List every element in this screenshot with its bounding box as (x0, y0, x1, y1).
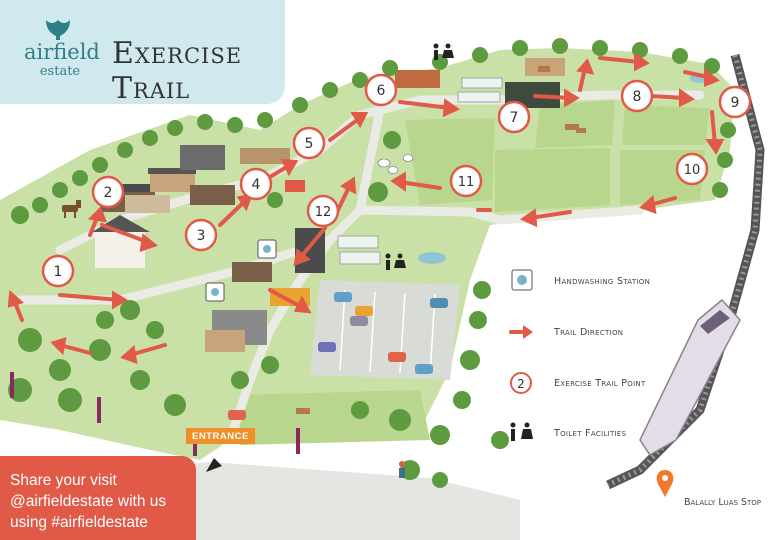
trail-point-label: 4 (252, 177, 261, 193)
share-line: @airfieldestate with us (10, 493, 167, 510)
car (430, 298, 448, 308)
header-panel: airfield estate Exercise Trail (0, 0, 285, 106)
trail-point-label: 3 (197, 228, 206, 244)
car-park (310, 280, 460, 380)
share-panel: Share your visit @airfieldestate with us… (0, 456, 196, 540)
car (228, 410, 246, 420)
trail-point-12[interactable] (306, 194, 340, 228)
trail-point-9[interactable] (718, 85, 752, 119)
car (350, 316, 368, 326)
legend-point-number: 2 (517, 377, 525, 391)
luas-stop-label: Balally Luas Stop (684, 497, 762, 508)
cow-icon (296, 66, 586, 414)
car (415, 364, 433, 374)
trail-point-4[interactable] (239, 167, 273, 201)
trail-point-2[interactable] (91, 175, 125, 209)
field (405, 118, 495, 205)
share-line: Share your visit (10, 472, 117, 489)
car (388, 352, 406, 362)
walker-icon (399, 461, 405, 478)
trail-points (41, 73, 752, 288)
legend-point-label: Exercise Trail Point (554, 378, 646, 389)
trail-point-label: 2 (104, 185, 113, 201)
railway (606, 53, 765, 490)
trail-point-label: 9 (731, 95, 740, 111)
legend-arrow-icon (509, 325, 533, 339)
trail-point-1[interactable] (41, 254, 75, 288)
trail-point-label: 1 (54, 264, 63, 280)
trail-point-10[interactable] (675, 152, 709, 186)
trail-arrows (7, 52, 725, 365)
trail-point-8[interactable] (620, 79, 654, 113)
pond (418, 252, 446, 264)
logo-subtitle: estate (39, 64, 81, 79)
car (355, 306, 373, 316)
page-title: Exercise Trail (112, 36, 243, 106)
trail-point-label: 7 (510, 110, 519, 126)
legend-direction-label: Trail Direction (554, 327, 624, 338)
trail-point-7[interactable] (497, 100, 531, 134)
legend-handwashing-label: Handwashing Station (554, 276, 651, 287)
trail-point-label: 5 (305, 136, 314, 152)
entrance-label: ENTRANCE (186, 428, 255, 444)
field (495, 148, 610, 212)
glasshouses (337, 77, 503, 265)
luas-tram (639, 298, 741, 457)
trail-point-6[interactable] (364, 73, 398, 107)
field (622, 105, 710, 145)
legend-handwashing-icon (511, 269, 533, 291)
toilet-icon (385, 43, 454, 270)
trail-point-label: 12 (315, 205, 332, 220)
share-line: using #airfieldestate (10, 514, 148, 531)
horse-icon (62, 200, 81, 218)
car (334, 292, 352, 302)
map-pin-icon (656, 470, 674, 497)
trail-point-label: 8 (633, 89, 642, 105)
logo-icon (46, 20, 70, 40)
handwashing-icon (205, 239, 277, 302)
legend-toilet-icon (510, 422, 533, 441)
trail-point-label: 6 (377, 83, 386, 99)
trail-point-label: 10 (684, 163, 701, 178)
trail-point-11[interactable] (449, 164, 483, 198)
trail-point-labels: 1 2 3 4 5 6 7 8 9 10 11 12 (54, 83, 740, 280)
legend-toilets-label: Toilet Facilities (554, 428, 627, 439)
logo-name: airfield (24, 40, 100, 64)
field (240, 390, 430, 445)
trail-point-3[interactable] (184, 218, 218, 252)
car (318, 342, 336, 352)
legend-point-icon (510, 372, 532, 394)
trail-point-label: 11 (458, 175, 475, 190)
trail-point-5[interactable] (292, 126, 326, 160)
entrance-arrow-icon (206, 458, 222, 472)
sheep-icon (377, 154, 414, 174)
